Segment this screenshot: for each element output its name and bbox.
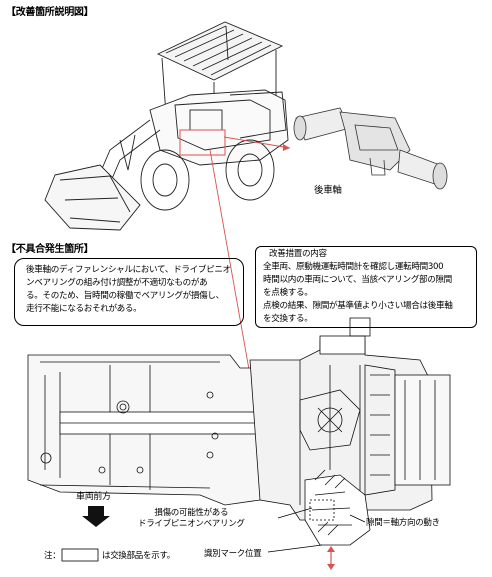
defect-description-box	[14, 258, 244, 326]
improvement-measures: 改善措置の内容 全車両、原動機運転時間計を確認し運転時間300 時間以内の車両に…	[263, 248, 453, 326]
defect-line-2: ンベアリングの組み付け調整が不適切なものがあ	[26, 278, 208, 288]
damaged-bearing-line-1: 損傷の可能性がある	[154, 508, 229, 518]
measures-line-4: 点検の結果、隙間が基準値より小さい場合は後車軸	[263, 301, 453, 311]
id-mark-label: 識別マーク位置	[204, 549, 262, 559]
damaged-bearing-line-2: ドライブピニオンベアリング	[138, 519, 245, 529]
defect-line-1: 後車軸のディファレンシャルにおいて、ドライブピニオ	[26, 265, 231, 275]
defect-description: 後車軸のディファレンシャルにおいて、ドライブピニオ ンベアリングの組み付け調整が…	[26, 264, 231, 316]
vehicle-front-label: 車両前方	[76, 492, 111, 502]
rear-axle-label: 後車軸	[314, 185, 342, 196]
improvement-section-title: 【改善箇所説明図】	[6, 7, 94, 18]
defect-line-3: る。そのため、旨時間の稼働でベアリングが損傷し、	[26, 291, 224, 301]
measures-line-2: 時間以内の車両について、当該ベアリング部の隙間	[263, 275, 452, 285]
gap-label: 隙間＝軸方向の動き	[366, 518, 440, 528]
defect-line-4: 走行不能になるおそれがある。	[26, 304, 142, 314]
damaged-bearing-label: 損傷の可能性がある ドライブピニオンベアリング	[138, 508, 245, 530]
defect-section-title: 【不具合発生箇所】	[6, 244, 94, 255]
measures-line-3: を点検する。	[263, 288, 313, 298]
measures-line-1: 全車両、原動機運転時間計を確認し運転時間300	[263, 262, 444, 272]
measures-line-5: を交換する。	[263, 314, 313, 324]
note-text: は交換部品を示す。	[102, 551, 175, 561]
improvement-measures-title: 改善措置の内容	[269, 249, 327, 259]
note-prefix: 注：	[44, 551, 61, 561]
